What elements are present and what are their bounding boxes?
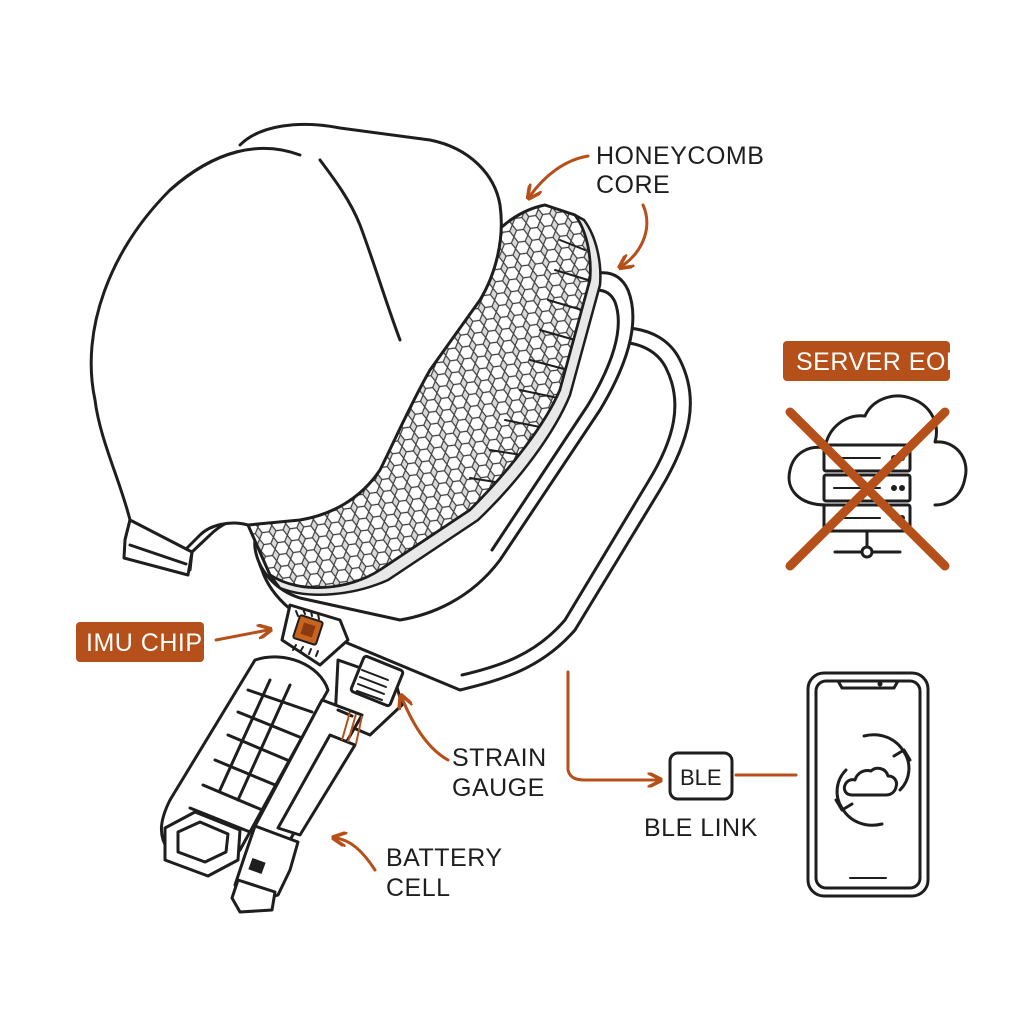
label-battery-line1: BATTERY bbox=[386, 844, 503, 872]
imu-chip-tag: IMU CHIP bbox=[76, 622, 204, 662]
imu-chip-icon bbox=[292, 608, 324, 657]
label-ble-link: BLE LINK bbox=[644, 814, 758, 842]
smartphone-icon bbox=[806, 671, 930, 898]
cloud-sync-icon bbox=[834, 733, 912, 827]
cloud-icon bbox=[787, 394, 968, 507]
battery-module bbox=[230, 698, 364, 914]
label-battery-cell: BATTERY CELL bbox=[386, 844, 503, 902]
label-honeycomb-line2: CORE bbox=[596, 171, 670, 199]
ble-box: BLE bbox=[668, 751, 734, 801]
label-arrows bbox=[214, 154, 798, 872]
handle-grip bbox=[160, 655, 330, 878]
server-eol-tag: SERVER EOL bbox=[783, 341, 960, 381]
strain-gauge bbox=[341, 654, 405, 745]
label-honeycomb-line1: HONEYCOMB bbox=[596, 142, 764, 170]
eol-cross-icon bbox=[785, 407, 950, 571]
label-server-eol: SERVER EOL bbox=[796, 348, 960, 376]
label-battery-line2: CELL bbox=[386, 874, 451, 902]
paddle-cover bbox=[89, 122, 503, 577]
label-strain-line2: GAUGE bbox=[452, 774, 545, 802]
label-honeycomb-core: HONEYCOMB CORE bbox=[596, 142, 764, 199]
ble-box-label: BLE bbox=[680, 765, 722, 790]
label-imu-chip: IMU CHIP bbox=[86, 629, 203, 657]
label-strain-gauge: STRAIN GAUGE bbox=[452, 744, 547, 802]
label-strain-line1: STRAIN bbox=[452, 744, 547, 772]
